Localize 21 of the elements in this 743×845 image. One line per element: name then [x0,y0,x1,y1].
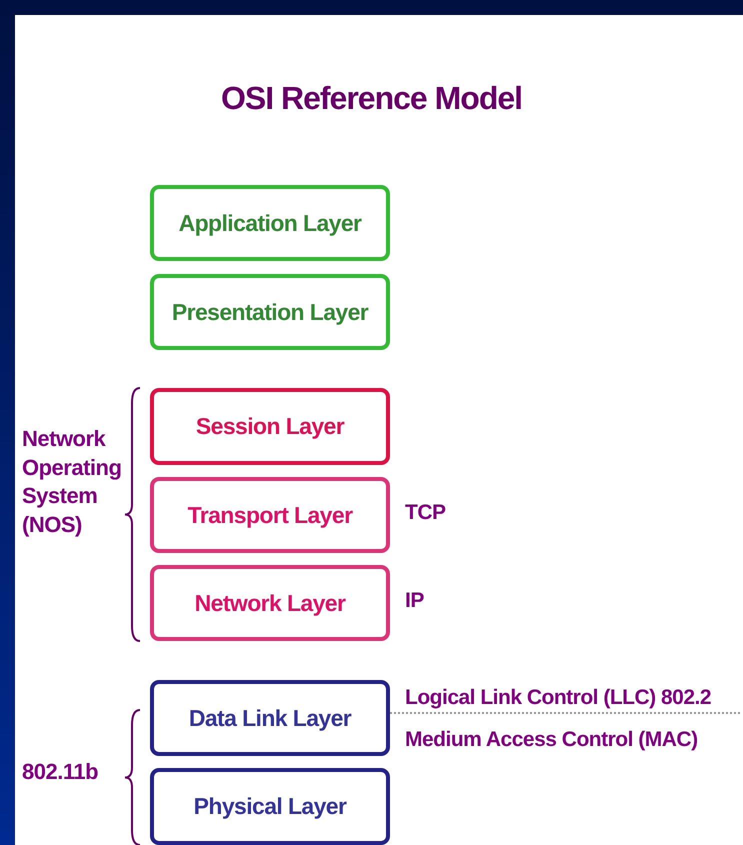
layer-box [150,477,390,553]
layer-annotation: Medium Access Control (MAC) [405,727,698,753]
layer-name: Physical Layer [194,793,346,820]
title: OSI Reference Model [220,80,524,117]
layer-box [150,274,390,350]
layer-name: Session Layer [196,413,344,440]
layer-annotation: Logical Link Control (LLC) 802.2 [405,685,712,711]
layer-annotation: IP [405,588,424,614]
layer-annotation: TCP [405,500,446,526]
layer-box [150,565,390,641]
layer-box [150,185,390,261]
group-label: Network Operating System (NOS) [22,425,122,539]
layer-name: Presentation Layer [172,298,368,326]
layer-box [150,388,390,465]
layer-name: Transport Layer [188,502,352,528]
layer-name: Network Layer [194,590,346,616]
layer-box [150,768,390,845]
group-label: 802.11b [22,758,100,786]
layer-box [150,680,390,756]
layer-name: Application Layer [178,210,362,236]
layer-name: Data Link Layer [188,704,352,732]
